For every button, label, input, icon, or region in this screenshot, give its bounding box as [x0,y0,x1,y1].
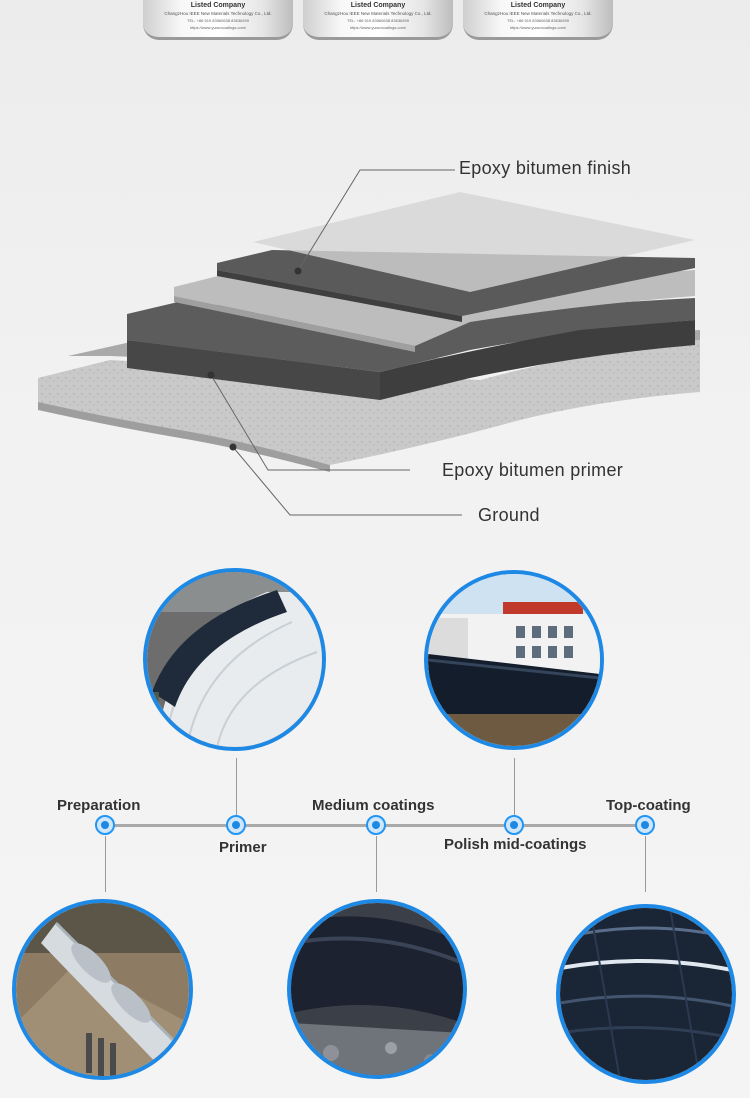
top-coating-image [560,908,732,1080]
photo-coated-pipe-factory [424,570,604,750]
trench-pipe-image [16,903,189,1076]
can-line2: ChangzHou IEEE New Materials Technology … [324,11,432,16]
ground-leader [232,446,462,516]
connector-polish [514,758,515,816]
node-polish [504,815,524,835]
can-company: Listed Company [190,2,246,9]
medium-coating-image [291,903,463,1075]
primer-leader [210,374,410,471]
photo-medium-coating [287,899,467,1079]
label-epoxy-finish: Epoxy bitumen finish [459,158,632,178]
photo-top-coating [556,904,736,1084]
can-line4: https://www.yuruncoatings.com/ [349,25,407,30]
paint-can-3: Listed Company ChangzHou IEEE New Materi… [463,0,613,40]
coated-pipe-image [428,574,600,746]
node-top [635,815,655,835]
can-line3: TEL: +86 519 83560638 83636399 [347,18,409,23]
paint-can-1: Listed Company ChangzHou IEEE New Materi… [143,0,293,40]
coating-layers-diagram [38,169,700,516]
finish-leader [297,169,455,272]
intermediate-sheet-edge [174,296,415,352]
label-ground: Ground [478,505,540,525]
can-company: Listed Company [350,2,406,9]
finish-dot [294,267,302,275]
can-line4: https://www.yuruncoatings.com/ [189,25,247,30]
can-line3: TEL: +86 519 83560638 83636399 [187,18,249,23]
step-preparation: Preparation [57,797,141,814]
connector-medium [376,836,377,892]
can-line2: ChangzHou IEEE New Materials Technology … [484,11,592,16]
step-top-coating: Top-coating [606,797,691,814]
can-line3: TEL: +86 519 83560638 83636399 [507,18,569,23]
primer-pipe-image [147,572,322,747]
connector-primer [236,758,237,816]
photo-primer-pipe [143,568,326,751]
paint-can-2: Listed Company ChangzHou IEEE New Materi… [303,0,453,40]
connector-preparation [105,836,106,892]
node-medium [366,815,386,835]
photo-preparation-trench [12,899,193,1080]
node-preparation [95,815,115,835]
step-medium-coatings: Medium coatings [312,797,435,814]
node-primer [226,815,246,835]
can-line2: ChangzHou IEEE New Materials Technology … [164,11,272,16]
top-clear-sheet [253,192,695,292]
label-epoxy-primer: Epoxy bitumen primer [442,460,624,480]
step-polish-mid-coatings: Polish mid-coatings [444,836,587,853]
ground-dot [229,443,237,451]
can-line4: https://www.yuruncoatings.com/ [509,25,567,30]
connector-top [645,836,646,892]
step-primer: Primer [219,839,267,856]
can-company: Listed Company [510,2,566,9]
primer-dot [207,371,215,379]
